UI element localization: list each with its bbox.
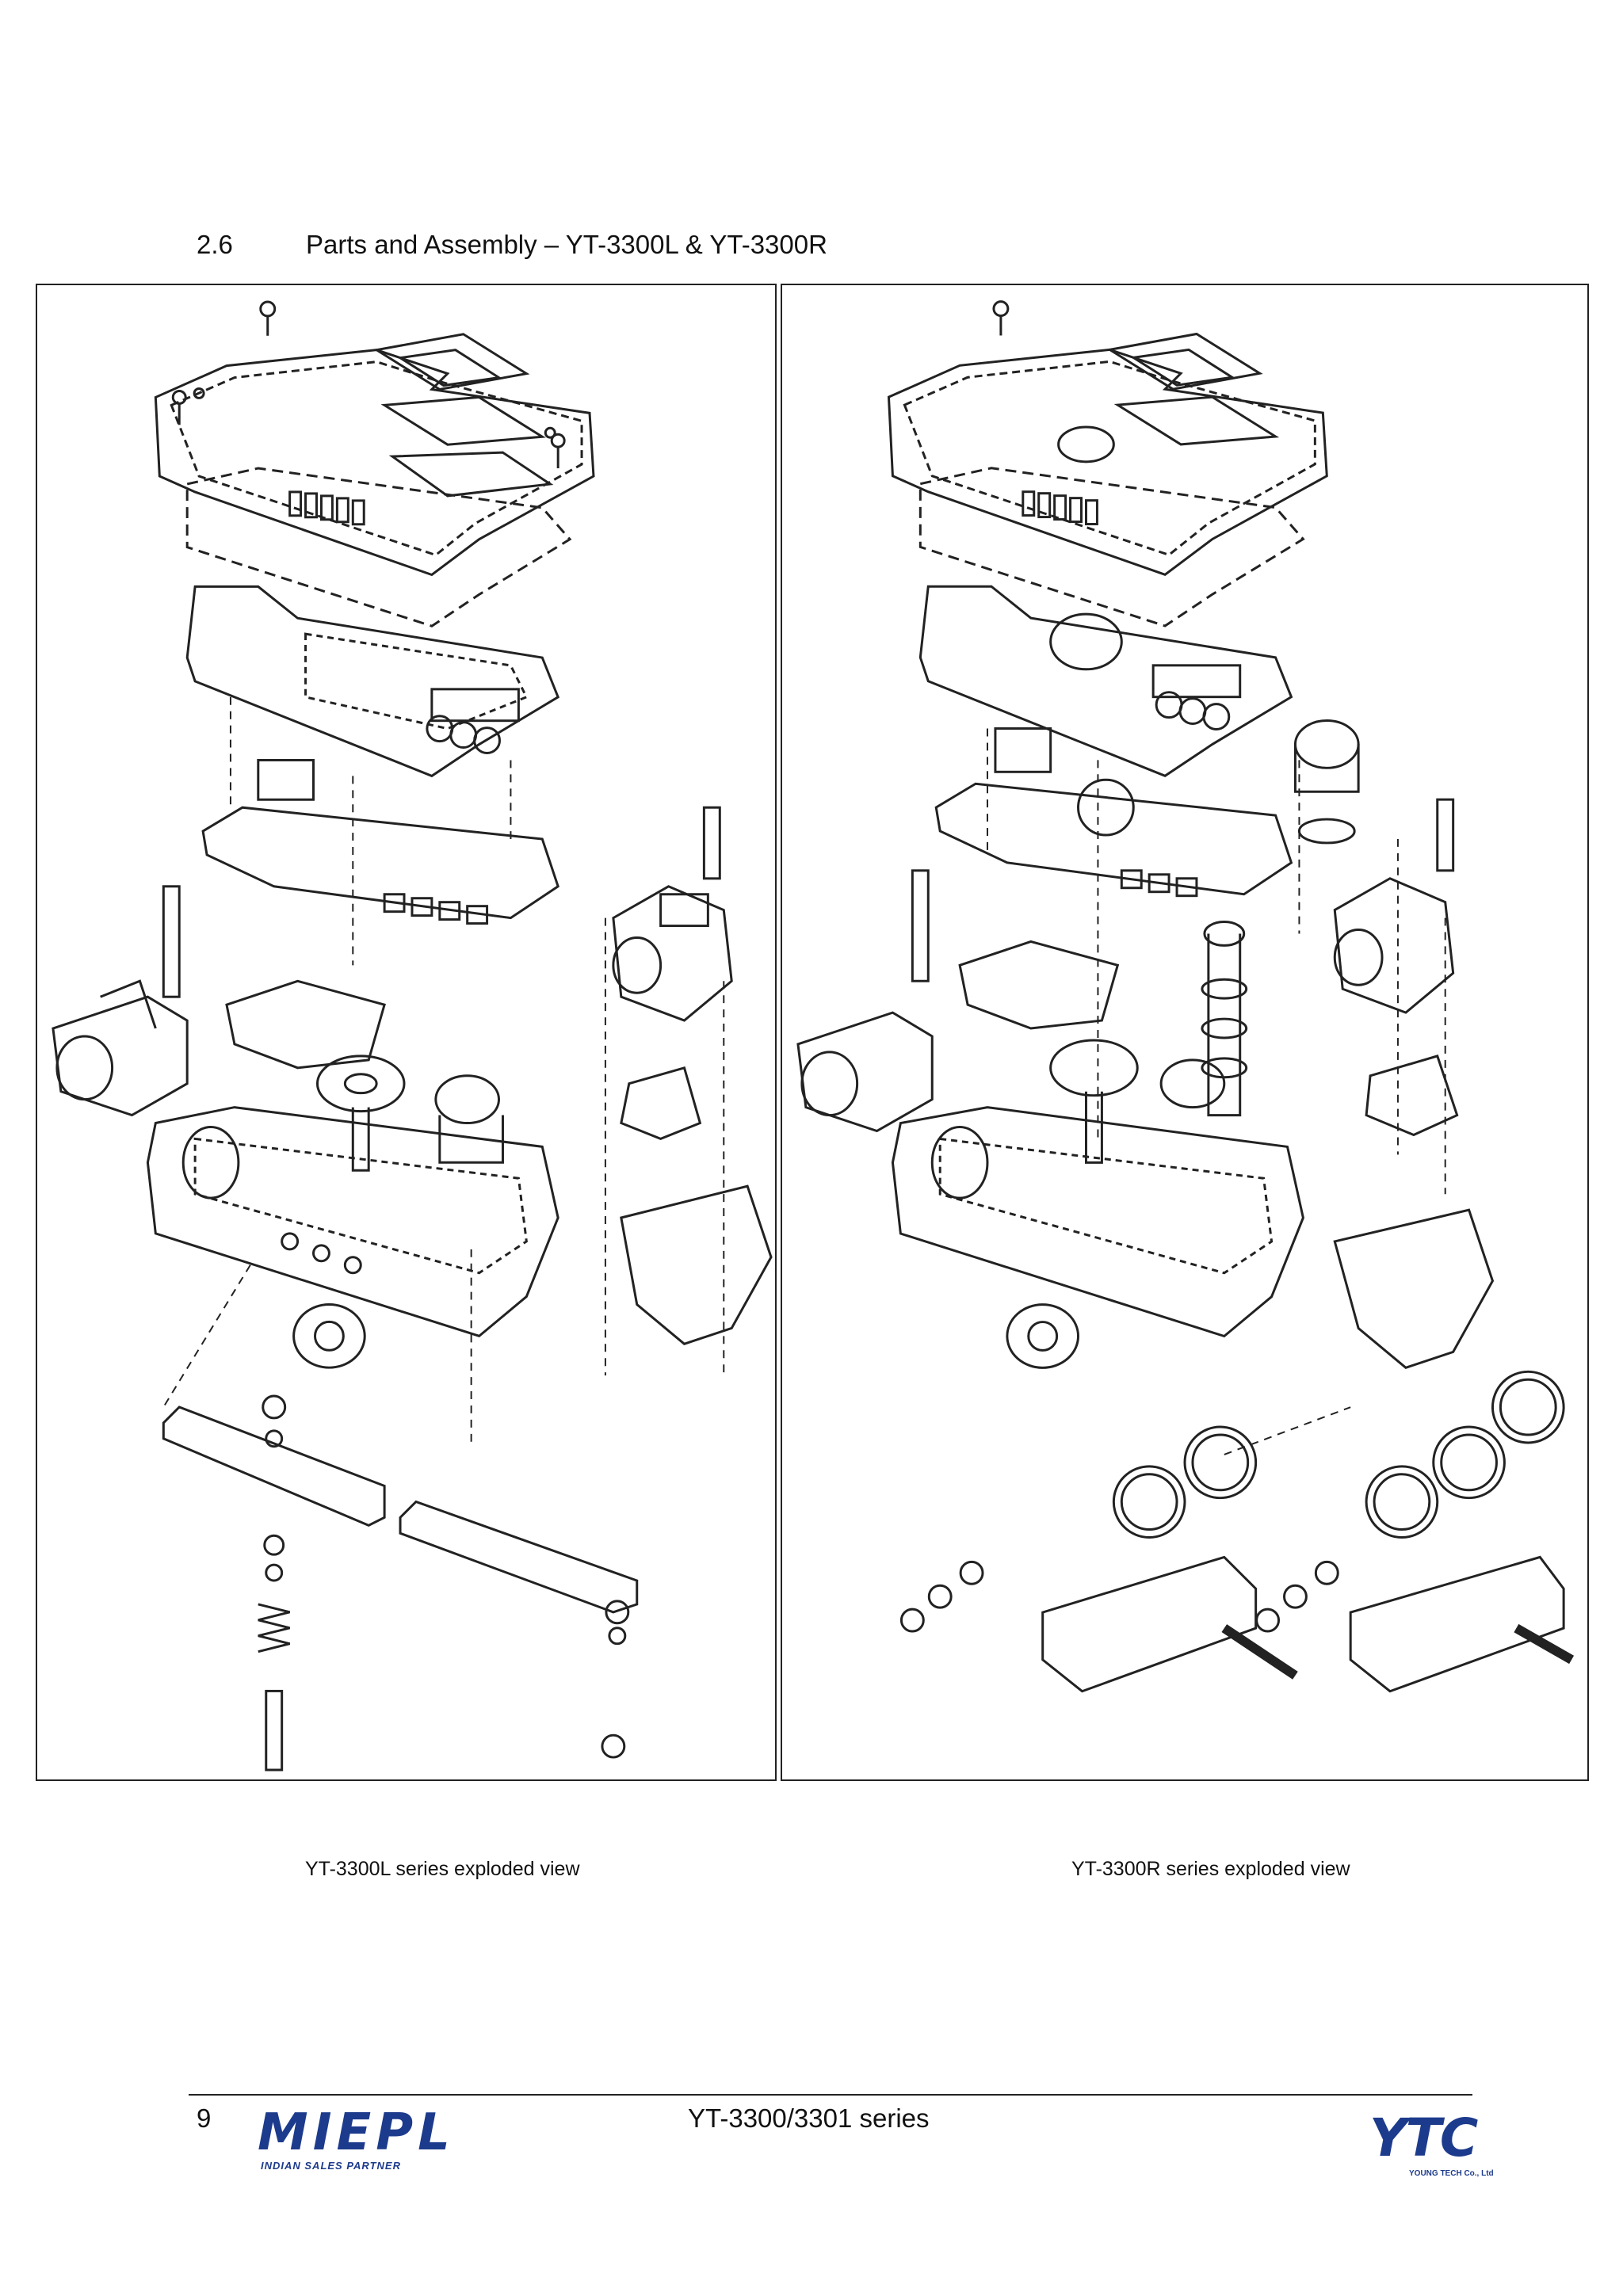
bracket-plate-part — [620, 1066, 702, 1141]
electronics-housing-part — [185, 585, 560, 778]
pilot-valve-part — [1333, 877, 1455, 1014]
pcb-part — [934, 727, 1293, 898]
page-number: 9 — [197, 2103, 212, 2133]
cover-buttons — [288, 490, 365, 526]
bracket-plate-part — [1365, 1055, 1459, 1137]
pilot-valve-part — [612, 885, 733, 1022]
spring-assembly-part — [258, 1394, 630, 1772]
lever-arm-part-2 — [399, 1500, 639, 1614]
torque-motor-part — [796, 1011, 934, 1133]
screw-part — [259, 300, 277, 336]
gauge-block-part — [899, 1555, 1575, 1693]
indicator-part — [292, 1303, 366, 1369]
valve-stack-part — [1201, 921, 1248, 1117]
footer-divider — [189, 2094, 1472, 2096]
electronics-housing-part — [918, 585, 1293, 777]
ytc-logo-text: YTC — [1369, 2107, 1478, 2168]
ytc-logo: YTC YOUNG TECH Co., Ltd — [1355, 2107, 1498, 2183]
exploded-view-drawing-right — [796, 300, 1575, 1693]
shield-plate-part — [958, 940, 1120, 1030]
cover-part — [154, 333, 595, 577]
figure-panel-yt-3300r — [781, 284, 1589, 1781]
manifold-plate-part — [1333, 1208, 1495, 1370]
lever-arm-part — [162, 1405, 386, 1527]
exploded-view-drawing-left — [52, 300, 773, 1772]
cover-part — [887, 332, 1328, 576]
figure-caption-right: YT-3300R series exploded view — [1071, 1858, 1350, 1880]
feedback-gear-part — [315, 1055, 504, 1172]
footer-document-title: YT-3300/3301 series — [688, 2103, 930, 2133]
pcb-part — [201, 758, 559, 925]
gauge-part — [1112, 1370, 1565, 1539]
section-title: Parts and Assembly – YT-3300L & YT-3300R — [306, 230, 827, 259]
gasket-part — [185, 467, 572, 627]
miepl-logo: MIEPL INDIAN SALES PARTNER — [258, 2107, 450, 2172]
manifold-plate-part — [620, 1184, 773, 1345]
miepl-logo-text: MIEPL — [258, 2103, 455, 2162]
screw-part — [992, 300, 1010, 336]
section-number: 2.6 — [197, 230, 233, 259]
pressure-dome-part — [1293, 719, 1360, 845]
feedback-gear-part — [1049, 1039, 1226, 1164]
indicator-part — [1006, 1303, 1080, 1369]
ytc-logo-tagline: YOUNG TECH Co., Ltd — [1409, 2169, 1494, 2178]
shield-plate-part — [225, 979, 386, 1070]
miepl-logo-tagline: INDIAN SALES PARTNER — [261, 2160, 401, 2172]
main-body-part — [146, 1106, 559, 1338]
torque-motor-part — [52, 979, 189, 1117]
figure-panel-yt-3300l — [36, 284, 777, 1781]
gasket-part — [918, 467, 1305, 627]
figure-caption-left: YT-3300L series exploded view — [305, 1858, 580, 1880]
main-body-part — [891, 1106, 1304, 1338]
